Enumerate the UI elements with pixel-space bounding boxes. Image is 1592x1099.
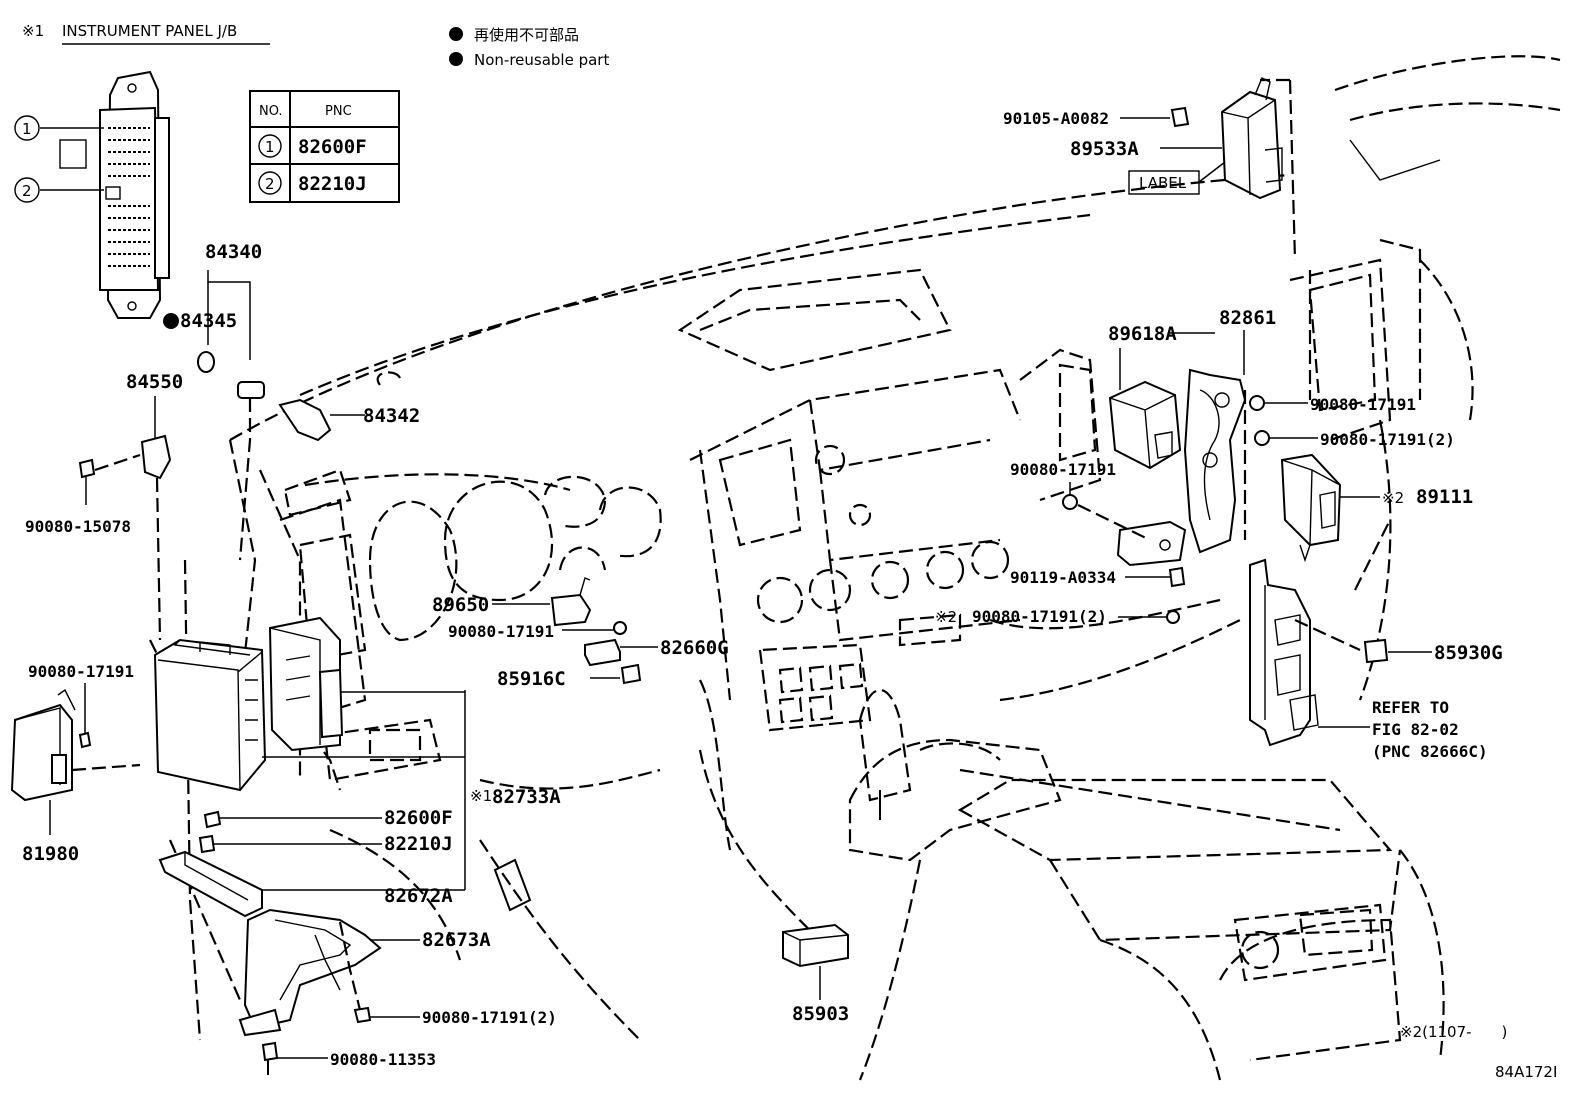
part-84340-group: 84340 84345 84342 xyxy=(163,241,420,561)
part-81980-group: 90080-17191 81980 xyxy=(10,662,141,865)
label-89618a: 89618A xyxy=(1108,323,1177,345)
label-82672a: 82672A xyxy=(384,885,453,907)
table-row-no: 1 xyxy=(265,138,275,156)
refer-line-3: (PNC 82666C) xyxy=(1372,742,1488,761)
label-90080-17191-2-lower-mark: ※2 xyxy=(935,608,957,626)
82660g-relay xyxy=(584,638,621,667)
label-82660g: 82660G xyxy=(660,637,729,659)
instrument-panel-outline xyxy=(149,55,1561,1081)
label-90119-a0334: 90119-A0334 xyxy=(1010,568,1116,587)
84345-ring xyxy=(197,351,215,373)
legend-en: Non-reusable part xyxy=(474,51,609,69)
label-85916c: 85916C xyxy=(497,668,566,690)
table-row-pnc: 82210J xyxy=(298,173,367,195)
table-header-no: NO. xyxy=(259,104,283,119)
instrument-panel-jb: 1 2 xyxy=(14,70,170,319)
non-reusable-dot-icon xyxy=(449,27,463,41)
84340-switch xyxy=(237,381,265,399)
82672a-cover xyxy=(158,850,263,918)
label-82210j: 82210J xyxy=(384,833,453,855)
part-82733a-group: ※1 82733A 82600F 82210J 82672A 82673A 90… xyxy=(153,616,561,1075)
89533a-module xyxy=(1220,90,1282,200)
label-82673a: 82673A xyxy=(422,929,491,951)
footnote: ※2(1107- ) xyxy=(1400,1023,1507,1041)
84550-bracket xyxy=(140,434,172,480)
81980-module xyxy=(10,703,73,802)
85903-buzzer xyxy=(782,923,849,968)
label-90080-17191-mid: 90080-17191 xyxy=(1010,460,1116,479)
label-84345: 84345 xyxy=(180,310,237,332)
part-89111-group: ※2 89111 xyxy=(1280,453,1473,563)
table-header-pnc: PNC xyxy=(325,104,352,119)
label-90080-17191-2-bottom: 90080-17191(2) xyxy=(422,1008,557,1027)
label-90080-15078: 90080-15078 xyxy=(25,517,131,536)
jb-callout-1: 1 xyxy=(22,120,32,138)
part-89533a-group: 90105-A0082 89533A LABEL xyxy=(1003,77,1283,200)
section-header: ※1 INSTRUMENT PANEL J/B xyxy=(22,22,270,45)
label-90080-17191-2-lower: 90080-17191(2) xyxy=(972,607,1107,626)
label-85903: 85903 xyxy=(792,1003,849,1025)
label-89111-mark: ※2 xyxy=(1382,489,1404,507)
label-84340: 84340 xyxy=(205,241,262,263)
table-row-pnc: 82600F xyxy=(298,136,367,158)
label-82733a: 82733A xyxy=(492,786,561,808)
legend-jp: 再使用不可部品 xyxy=(474,26,579,44)
legend: 再使用不可部品 Non-reusable part xyxy=(449,26,609,69)
label-90105-a0082: 90105-A0082 xyxy=(1003,109,1109,128)
non-reusable-dot-icon xyxy=(163,313,179,329)
jb-callout-2: 2 xyxy=(22,182,32,200)
label-box-text: LABEL xyxy=(1139,174,1187,192)
label-90080-17191-2-right: 90080-17191(2) xyxy=(1320,430,1455,449)
section-title: INSTRUMENT PANEL J/B xyxy=(62,22,237,40)
table-row-no: 2 xyxy=(265,175,275,193)
pnc-table: NO. PNC 1 82600F 2 82210J xyxy=(249,90,400,203)
figure-id: 84A172I xyxy=(1495,1063,1557,1081)
part-89618a-group: 89618A 82861 xyxy=(1108,270,1312,567)
label-81980: 81980 xyxy=(22,843,79,865)
label-90080-11353: 90080-11353 xyxy=(330,1050,436,1069)
label-90080-17191-center: 90080-17191 xyxy=(448,622,554,641)
label-90080-17191-left: 90080-17191 xyxy=(28,662,134,681)
refer-line-2: FIG 82-02 xyxy=(1372,720,1459,739)
label-82861: 82861 xyxy=(1219,307,1276,329)
part-89650-group: 89650 90080-17191 82660G 85916C xyxy=(432,577,729,690)
non-reusable-dot-icon xyxy=(449,52,463,66)
label-89533a: 89533A xyxy=(1070,138,1139,160)
label-85930g: 85930G xyxy=(1434,642,1503,664)
section-mark: ※1 xyxy=(22,22,44,40)
label-89650: 89650 xyxy=(432,594,489,616)
82861-bracket xyxy=(1183,368,1247,554)
refer-line-1: REFER TO xyxy=(1372,698,1449,717)
label-89111: 89111 xyxy=(1416,486,1473,508)
label-box xyxy=(1128,170,1200,195)
label-90080-17191-right: 90080-17191 xyxy=(1310,395,1416,414)
label-84342: 84342 xyxy=(363,405,420,427)
part-85930g-group: 85930G REFER TO FIG 82-02 (PNC 82666C) xyxy=(1249,558,1503,761)
label-82733a-mark: ※1 xyxy=(470,787,492,805)
89650-sensor xyxy=(550,593,592,627)
label-82600f: 82600F xyxy=(384,807,453,829)
85930g-relay xyxy=(1363,638,1389,664)
part-85903-group: 85903 xyxy=(782,923,849,1025)
right-fasteners: 90080-17191 90080-17191(2) 90080-17191 9… xyxy=(935,395,1455,626)
part-84550-group: 84550 90080-15078 xyxy=(25,371,183,641)
label-84550: 84550 xyxy=(126,371,183,393)
junction-connector-bracket xyxy=(1249,558,1311,747)
